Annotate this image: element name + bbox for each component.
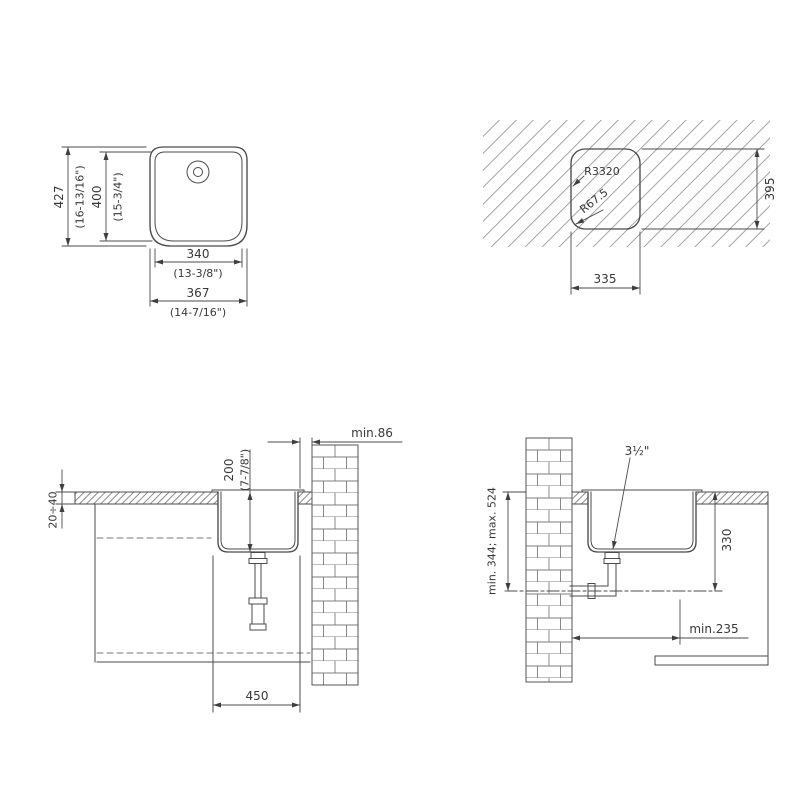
brick-wall-left [525, 437, 573, 683]
dim-wall-distance: min.235 [571, 599, 749, 645]
cutout-view: R3320 R67.5 395 335 [483, 120, 777, 295]
dim-label-cutout-width: 335 [594, 272, 617, 286]
dim-overall-width: 367 (14-7/16") [149, 248, 248, 319]
drain-hole-outer [186, 160, 210, 184]
dim-label-overall-height-mm: 427 [52, 186, 66, 209]
plan-view: 427 (16-13/16") 400 (15-3/4") 340 (13-3/… [52, 146, 248, 319]
dim-outlet-height-range: min. 344; max. 524 [486, 487, 527, 595]
dim-label-overall-width-mm: 367 [187, 286, 210, 300]
dim-label-outlet-height-range: min. 344; max. 524 [486, 487, 499, 595]
dim-label-cabinet-width: 450 [246, 689, 269, 703]
radius-edge-callout: R3320 [572, 165, 620, 187]
dim-label-depth-to-outlet: 330 [720, 529, 734, 552]
drain-assembly-front [248, 552, 268, 631]
counter-hatch-right [298, 492, 312, 504]
dim-label-bowl-depth-in: (7-7/8") [239, 449, 252, 491]
drain-assembly-side [504, 552, 723, 599]
sink-rim-line [211, 489, 305, 493]
bowl-outer-wall [217, 491, 299, 553]
sink-inner-outline [154, 151, 243, 242]
dim-counter-thickness: 20÷40 [47, 469, 75, 529]
brick-wall-right [311, 444, 359, 686]
dim-bowl-depth: 200 (7-7/8") [222, 449, 253, 553]
dim-label-counter-thickness: 20÷40 [47, 491, 60, 528]
counter-outline [74, 491, 313, 505]
bowl-inner-wall [220, 491, 296, 550]
dim-label-bowl-height-mm: 400 [90, 186, 104, 209]
dim-label-wall-clearance: min.86 [351, 426, 393, 440]
cutout-opening [570, 148, 641, 230]
radius-edge-label: R3320 [584, 165, 620, 178]
dim-label-overall-width-in: (14-7/16") [170, 306, 226, 319]
dim-bowl-width: 340 (13-3/8") [154, 247, 243, 280]
dim-cutout-height: 395 [641, 148, 777, 230]
bowl-inner-wall-side [590, 491, 694, 550]
counter-hatch-left [75, 492, 218, 504]
dim-label-overall-height-in: (16-13/16") [74, 165, 87, 228]
dim-label-cutout-height: 395 [763, 178, 777, 201]
sink-outer-outline [149, 146, 248, 247]
counter-hatch-front-side [696, 492, 768, 504]
bowl-outer-wall-side [587, 491, 697, 553]
dim-overall-height: 427 (16-13/16") [52, 146, 147, 247]
dim-depth-to-outlet: 330 [712, 491, 734, 592]
dim-wall-clearance: min.86 [267, 426, 403, 489]
dim-label-wall-distance: min.235 [689, 622, 738, 636]
side-section-view: 3½" min. 344; max. 524 330 min.235 [486, 437, 769, 683]
drain-hole-inner [193, 167, 203, 177]
countertop-hatch-area [483, 120, 770, 247]
counter-outline-side [571, 491, 769, 505]
dim-label-bowl-width-in: (13-3/8") [173, 267, 222, 280]
sink-rim-line-side [581, 489, 703, 493]
dim-label-bowl-height-in: (15-3/4") [112, 172, 125, 221]
dim-cabinet-width: 450 [212, 689, 301, 708]
dim-cutout-width: 335 [570, 231, 641, 295]
dim-label-bowl-depth-mm: 200 [222, 459, 236, 482]
drain-size-label: 3½" [625, 444, 650, 458]
cabinet-side [654, 503, 769, 666]
counter-hatch-wall-side [572, 492, 588, 504]
dim-bowl-height: 400 (15-3/4") [90, 151, 153, 242]
dim-label-bowl-width-mm: 340 [187, 247, 210, 261]
front-section-view: min.86 200 (7-7/8") 20÷40 450 [47, 426, 403, 713]
drain-size-callout: 3½" [612, 444, 650, 550]
cabinet-front [94, 503, 311, 713]
